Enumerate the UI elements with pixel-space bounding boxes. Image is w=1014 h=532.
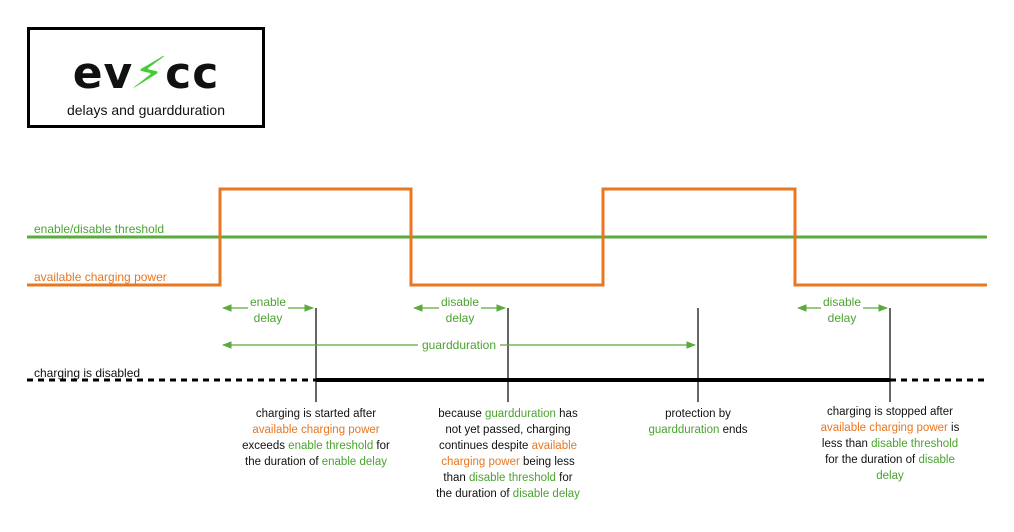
caption1-line4a: the duration of — [245, 456, 322, 468]
caption4-line4a: for the duration of — [825, 454, 919, 466]
logo-text-right: cc — [165, 48, 220, 99]
caption2-line1c: has — [555, 408, 578, 420]
disable-delay-label-2: disable delay — [806, 294, 878, 326]
caption-charging-started: charging is started after available char… — [226, 406, 406, 470]
charging-status-label: charging is disabled — [34, 366, 141, 380]
caption3-line2b: ends — [719, 424, 748, 436]
caption2-line1a: because — [438, 408, 485, 420]
caption1-line3b: enable threshold — [288, 440, 374, 452]
caption1-line3a: exceeds — [242, 440, 289, 452]
disable-delay-label-2-line2: delay — [827, 311, 857, 325]
caption4-line3a: less than — [821, 438, 872, 450]
enable-delay-label-line2: delay — [253, 311, 283, 325]
caption2-line5a: than — [443, 472, 469, 484]
enable-delay-label-line1: enable — [247, 294, 289, 310]
caption2-line5c: for — [555, 472, 573, 484]
disable-delay-label-1-line2: delay — [445, 311, 475, 325]
caption3-line1: protection by — [665, 408, 731, 420]
caption1-line2: available charging power — [252, 424, 380, 436]
caption2-line2: not yet passed, charging — [445, 424, 571, 436]
caption2-line6a: the duration of — [436, 488, 513, 500]
caption-protection-ends: protection by guardduration ends — [628, 406, 768, 438]
caption2-line4a: charging power — [441, 456, 520, 468]
power-label: available charging power — [34, 270, 167, 284]
caption3-line2a: guardduration — [648, 424, 720, 436]
caption1-line4b: enable delay — [321, 456, 387, 468]
caption4-line1: charging is stopped after — [827, 406, 953, 418]
caption2-line3a: continues despite — [438, 440, 532, 452]
caption4-line4b: disable — [918, 454, 955, 466]
caption-charging-stopped: charging is stopped after available char… — [800, 404, 980, 484]
caption4-line3b: disable threshold — [871, 438, 959, 450]
caption-charging-continues: because guardduration has not yet passed… — [418, 406, 598, 502]
caption2-line6b: disable delay — [512, 488, 580, 500]
caption1-line3c: for — [373, 440, 390, 452]
disable-delay-label-1-line1: disable — [438, 294, 482, 310]
caption2-line4b: being less — [519, 456, 575, 468]
power-signal-line — [27, 187, 987, 287]
guardduration-label: guardduration — [421, 338, 497, 352]
caption1-line1: charging is started after — [255, 408, 377, 420]
disable-delay-label-1: disable delay — [424, 294, 496, 326]
diagram-subtitle: delays and guardduration — [66, 102, 225, 118]
disable-delay-label-2-line1: disable — [820, 294, 864, 310]
logo-box: ev⚡cc delays and guardduration — [27, 27, 265, 128]
caption4-line2a: available charging power — [820, 422, 948, 434]
enable-delay-label: enable delay — [233, 294, 303, 326]
caption2-line1b: guardduration — [484, 408, 556, 420]
caption2-line5b: disable threshold — [469, 472, 556, 484]
caption4-line2b: is — [947, 422, 960, 434]
caption4-line5: delay — [876, 470, 904, 482]
caption2-line3b: available — [531, 440, 578, 452]
evcc-logo: ev⚡cc — [30, 48, 262, 99]
threshold-label: enable/disable threshold — [34, 222, 165, 236]
logo-text-left: ev — [72, 48, 134, 99]
